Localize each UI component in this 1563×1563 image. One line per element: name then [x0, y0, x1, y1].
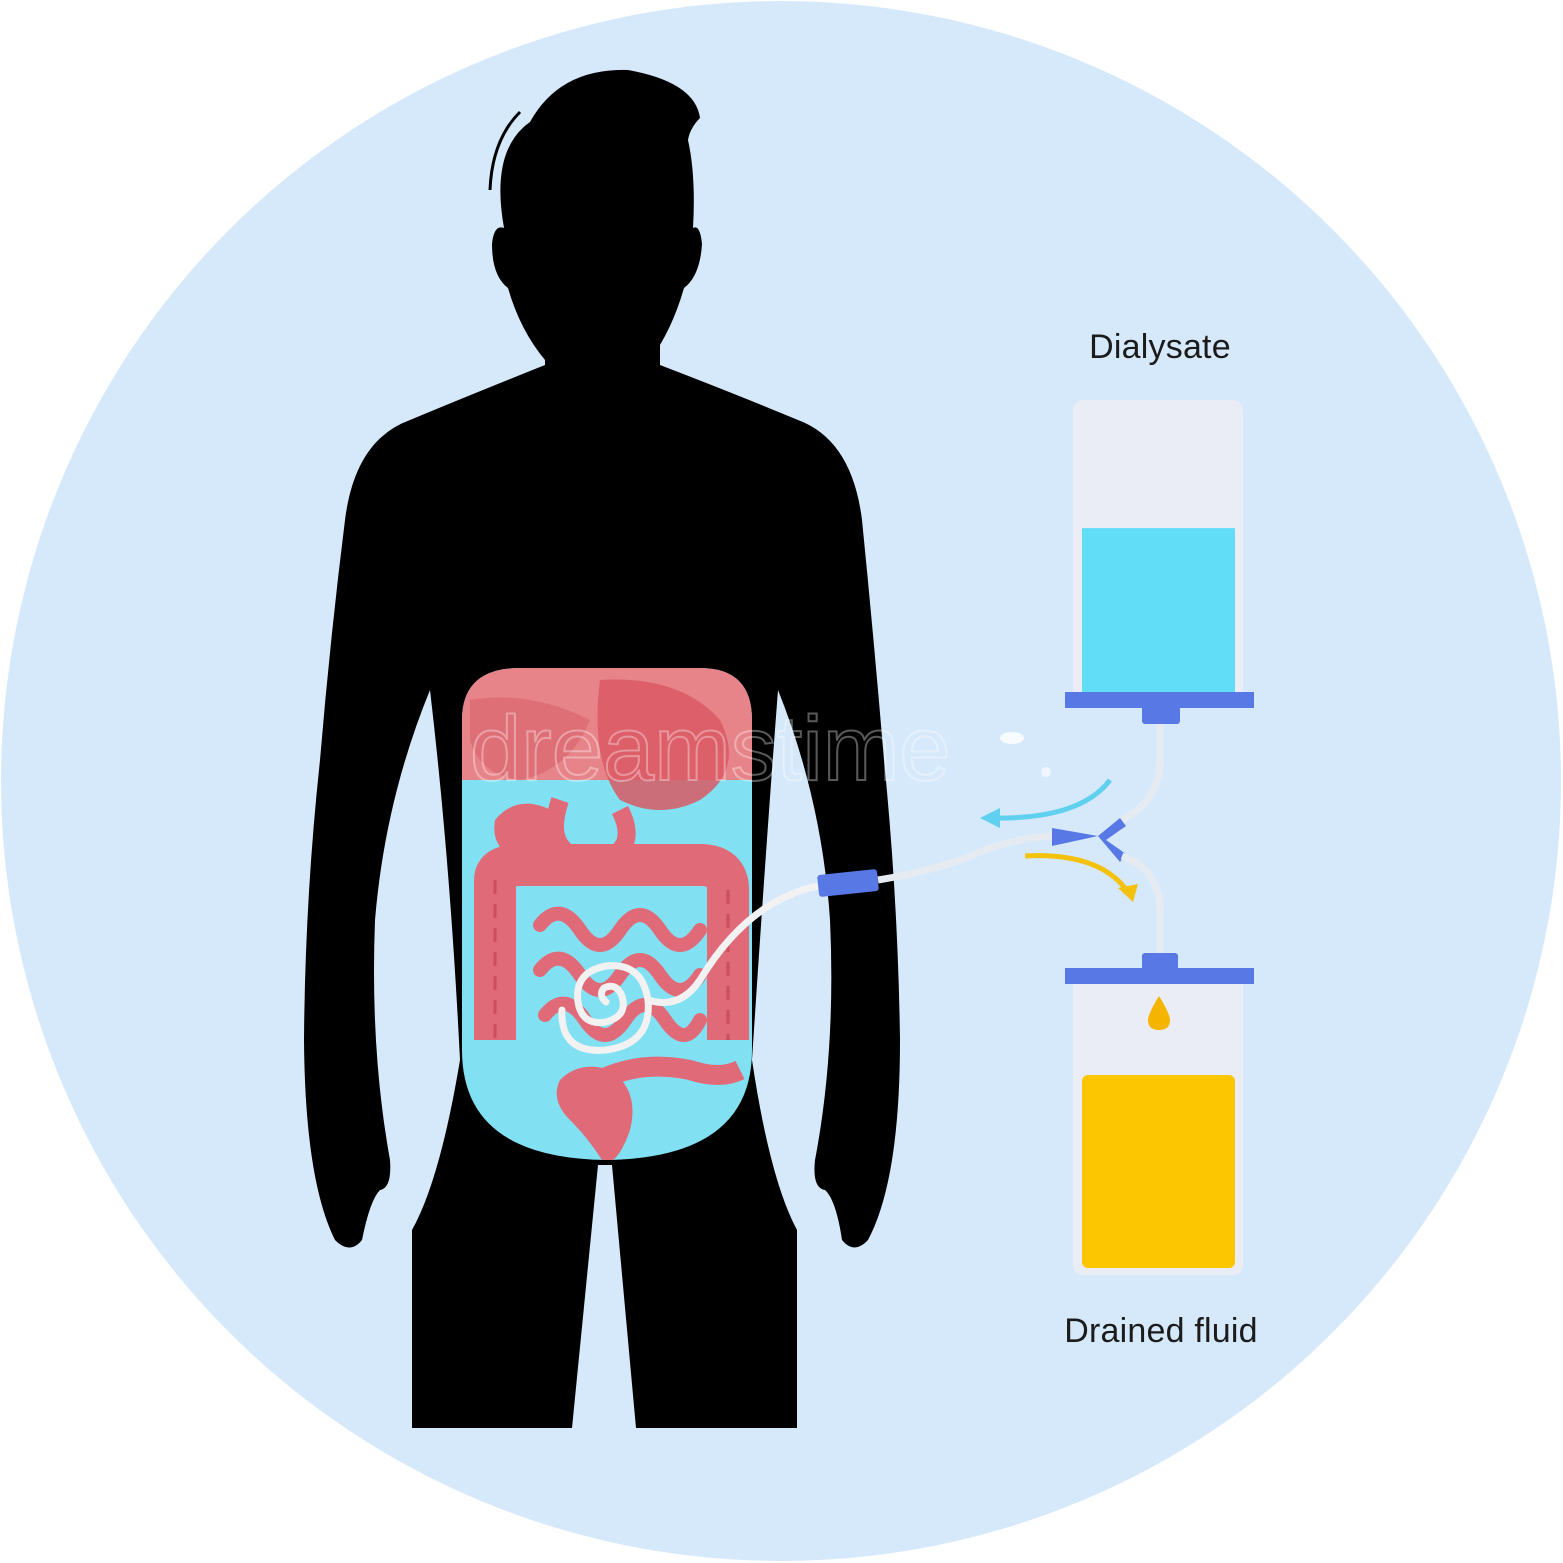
drained-fluid-bag: [1065, 953, 1254, 1275]
dialysate-label: Dialysate: [1089, 328, 1231, 366]
drip-drop-icon: [1148, 996, 1170, 1030]
splash-droplet: [1000, 732, 1024, 744]
outflow-tube: [1120, 852, 1164, 955]
inflow-tube: [1120, 722, 1164, 824]
colon-folds: [493, 880, 730, 1040]
large-intestine: [474, 844, 749, 1040]
bag-cap-bar: [1065, 692, 1254, 708]
splash-droplet: [1041, 767, 1051, 777]
liver: [470, 697, 590, 780]
bag-cap-bar: [1065, 968, 1254, 984]
dialysate-bag: [1065, 400, 1254, 724]
drained-fluid-label: Drained fluid: [1064, 1312, 1258, 1350]
bag-port: [1142, 704, 1180, 724]
dialysate-fluid: [1082, 528, 1235, 694]
flow-arrow-icon: [980, 778, 1138, 902]
drain-tubing: [817, 722, 1164, 955]
drained-fluid: [1082, 1075, 1235, 1268]
catheter-icon: [558, 882, 824, 1054]
catheter-adapter: [817, 869, 879, 897]
rectum: [556, 1066, 633, 1160]
small-intestine: [533, 906, 707, 1042]
y-connector: [1052, 828, 1098, 846]
sigmoid-colon: [595, 1056, 745, 1090]
outflow-arrow: [1024, 853, 1131, 894]
stomach: [597, 679, 729, 810]
abdomen-cutaway: [462, 668, 752, 1160]
watermark: dreamstime: [470, 698, 951, 800]
inflow-arrow: [989, 778, 1112, 821]
